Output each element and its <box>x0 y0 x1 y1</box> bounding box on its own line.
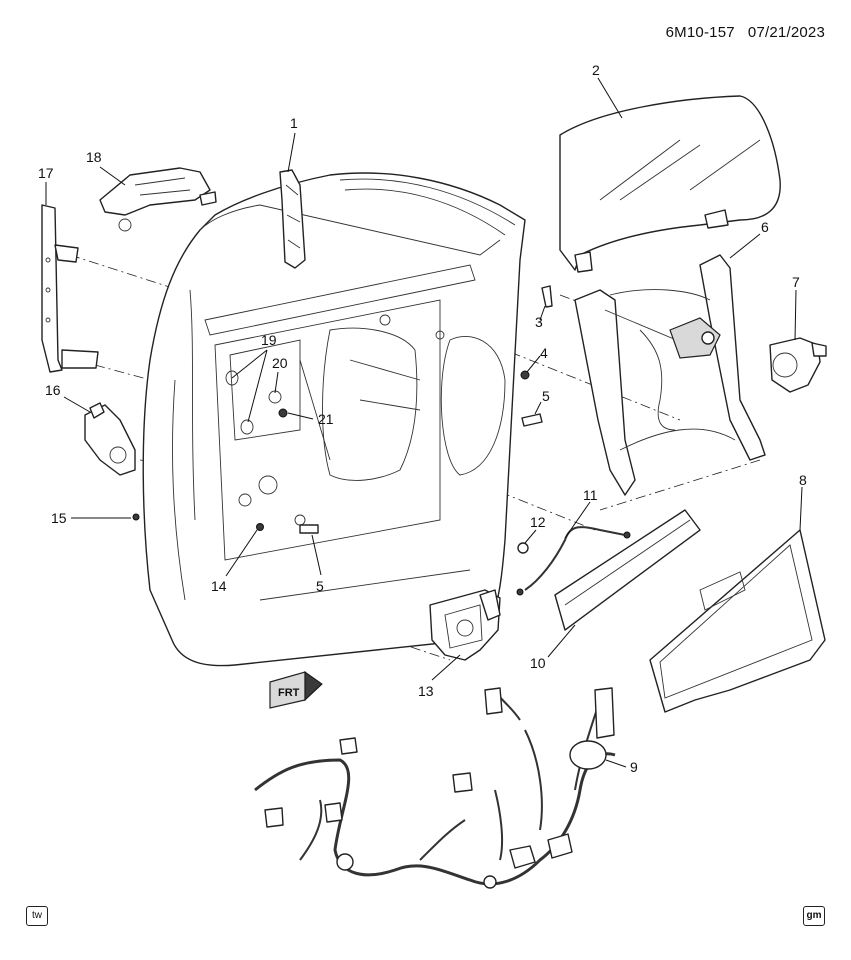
part-6-window-regulator <box>574 254 766 496</box>
corner-left-label: tw <box>32 910 42 921</box>
callout-2: 2 <box>592 62 600 78</box>
callout-5-lower: 5 <box>316 578 324 594</box>
callout-10: 10 <box>530 655 546 671</box>
callout-18: 18 <box>86 149 102 165</box>
callout-4: 4 <box>540 345 548 361</box>
callout-6: 6 <box>761 219 769 235</box>
callout-1: 1 <box>290 115 298 131</box>
leader-lines <box>45 77 803 768</box>
part-11-cable <box>516 526 631 596</box>
callout-12: 12 <box>530 514 546 530</box>
callout-15: 15 <box>51 510 67 526</box>
callout-17: 17 <box>38 165 54 181</box>
tw-logo-badge: tw <box>26 906 48 926</box>
front-indicator: FRT <box>269 671 323 709</box>
callout-9: 9 <box>630 759 638 775</box>
part-18-handle-bracket <box>99 167 217 232</box>
callout-5-upper: 5 <box>542 388 550 404</box>
callout-14: 14 <box>211 578 227 594</box>
door-inner-panel <box>142 172 526 667</box>
part-2-window-glass <box>559 95 781 273</box>
reference-code: 6M10-157 <box>665 24 735 41</box>
callout-16: 16 <box>45 382 61 398</box>
part-9-wiring-harness <box>254 687 616 889</box>
corner-right-label: gm <box>806 910 822 921</box>
part-7-regulator-motor <box>769 337 827 393</box>
callout-13: 13 <box>418 683 434 699</box>
part-12-nut <box>517 542 529 554</box>
callout-3: 3 <box>535 314 543 330</box>
part-10-seal <box>554 509 701 631</box>
diagram-date: 07/21/2023 <box>747 24 825 41</box>
front-indicator-label: FRT <box>278 687 300 699</box>
callout-21: 21 <box>318 411 334 427</box>
callout-8: 8 <box>799 472 807 488</box>
callout-19: 19 <box>261 332 277 348</box>
part-17-edge-strip <box>41 204 99 373</box>
part-16-actuator <box>84 402 136 476</box>
callouts: 1 2 3 4 5 5 6 7 8 9 10 11 12 13 14 15 16… <box>38 62 807 775</box>
diagram-header: 6M10-157 07/21/2023 <box>666 24 825 41</box>
part-1-bracket <box>279 169 306 269</box>
callout-7: 7 <box>792 274 800 290</box>
part-13-door-latch <box>429 589 501 661</box>
callout-20: 20 <box>272 355 288 371</box>
part-8-water-deflector <box>649 529 826 713</box>
callout-11: 11 <box>583 487 598 503</box>
gm-logo-badge: gm <box>803 906 825 926</box>
